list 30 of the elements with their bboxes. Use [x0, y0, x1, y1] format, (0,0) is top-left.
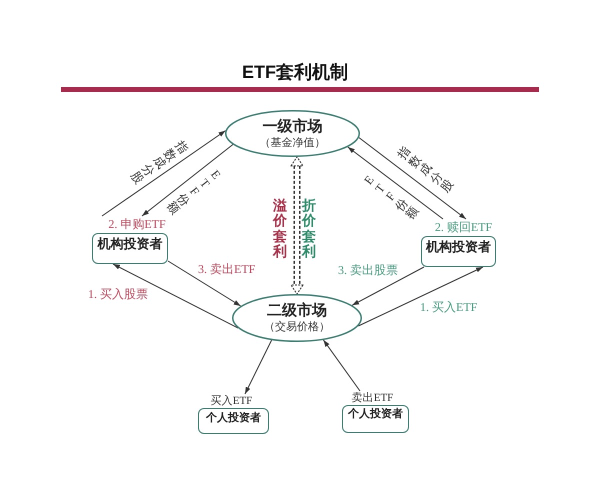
step-label: 2. 赎回ETF [434, 219, 492, 236]
market-title: 一级市场 [262, 118, 322, 136]
investor-box: 机构投资者 [421, 236, 496, 267]
step-label: 2. 申购ETF [108, 216, 166, 233]
edge-label: 3. 卖出ETF [198, 262, 256, 276]
arrow [347, 146, 444, 220]
arrow [358, 266, 484, 326]
arrow [322, 339, 360, 392]
market-subtitle: （交易价格） [264, 320, 330, 334]
edge-label: 1. 买入股票 [88, 287, 148, 301]
double-arrow [290, 156, 304, 294]
arrow [102, 130, 226, 216]
arrow [112, 264, 239, 329]
arrow [142, 144, 234, 216]
arrow [244, 340, 272, 394]
vertical-label: 折价套利 [302, 199, 316, 261]
investor-box: 个人投资者 [198, 408, 269, 434]
arrow [168, 260, 242, 306]
investor-box: 机构投资者 [92, 233, 168, 264]
market-title: 二级市场 [267, 302, 327, 320]
arrow [352, 266, 424, 306]
edge-label: 1. 买入ETF [420, 300, 478, 314]
vertical-label: 溢价套利 [273, 199, 287, 261]
arrow [358, 137, 466, 220]
diagram-title: ETF套利机制 [242, 61, 348, 83]
action-label: 买入ETF [210, 394, 252, 408]
action-label: 卖出ETF [352, 391, 394, 405]
edge-label: 3. 卖出股票 [338, 263, 398, 277]
market-subtitle: （基金净值） [260, 136, 326, 150]
investor-box: 个人投资者 [342, 405, 409, 433]
